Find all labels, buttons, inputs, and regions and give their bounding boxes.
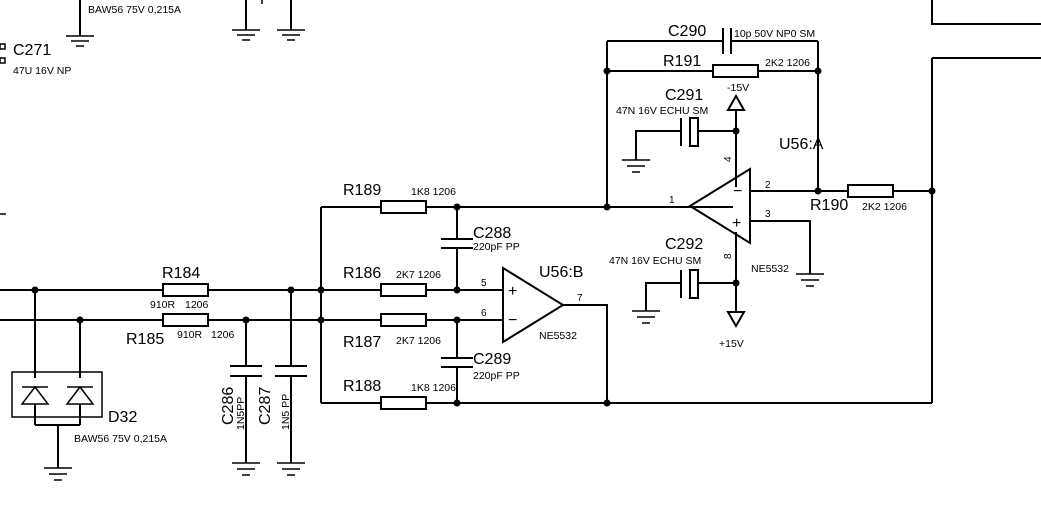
c292-ref: C292: [665, 236, 703, 253]
r187-value: 2K7 1206: [396, 335, 441, 347]
u56b-opamp: + − 5 6 7 U56:B NE5532: [481, 264, 608, 403]
c291-ref: C291: [665, 87, 703, 104]
u56a-part: NE5532: [751, 263, 789, 275]
r186-ref: R186: [343, 265, 381, 282]
r184-ref: R184: [162, 265, 200, 282]
c288-value: 220pF PP: [473, 241, 520, 253]
pos-15v-rail: +15V: [719, 311, 746, 350]
c288-ref: C288: [473, 225, 511, 242]
d32-ground: [44, 467, 72, 481]
r190-value: 2K2 1206: [862, 201, 907, 213]
c292-decoupling: C292 47N 16V ECHU SM: [609, 236, 736, 324]
d32-diode-pair: [11, 371, 103, 468]
u56b-part: NE5532: [539, 330, 577, 342]
r188-ref: R188: [343, 378, 381, 395]
u56a-plus: +: [732, 215, 741, 232]
top-diode-value: BAW56 75V 0,215A: [88, 4, 181, 16]
u56a-pin4: 4: [723, 156, 734, 162]
r189-resistor: [380, 200, 427, 214]
u56a-pin1: 1: [669, 195, 675, 206]
u56a-opamp: − + 1 2 3 4 8 U56:A NE5532: [669, 110, 848, 312]
r191-resistor: [712, 64, 759, 78]
c287-ref: C287: [257, 387, 274, 425]
u56b-network: R189 1K8 1206 C288 220pF PP R186 2K7 120…: [317, 182, 932, 410]
neg-15v-rail: -15V: [726, 82, 749, 111]
r185-resistor: [162, 313, 209, 327]
r185-package: 1206: [211, 329, 235, 341]
c271-ref: C271: [13, 42, 51, 59]
r188-resistor: [380, 396, 427, 410]
r188-value: 1K8 1206: [411, 382, 456, 394]
c271-value: 47U 16V NP: [13, 65, 71, 77]
u56b-pin5: 5: [481, 278, 487, 289]
top-left-fragment: BAW56 75V 0,215A C271 47U 16V NP: [0, 0, 305, 215]
c291-value: 47N 16V ECHU SM: [616, 105, 708, 117]
u56b-minus: −: [508, 312, 517, 329]
c286-ref: C286: [220, 387, 237, 425]
u56a-pin8: 8: [723, 253, 734, 259]
c289-value: 220pF PP: [473, 370, 520, 382]
u56b-ref: U56:B: [539, 264, 583, 281]
pos-15v-label: +15V: [719, 338, 744, 350]
u56a-minus: −: [733, 183, 742, 200]
d32-value: BAW56 75V 0,215A: [74, 433, 167, 445]
r189-value: 1K8 1206: [411, 186, 456, 198]
input-section: D32 BAW56 75V 0,215A R184 910R 1206 R185…: [0, 265, 321, 481]
r190-ref: R190: [810, 197, 848, 214]
c289-ref: C289: [473, 351, 511, 368]
u56a-pin3: 3: [765, 209, 771, 220]
c286-value: 1N5PP: [235, 397, 247, 430]
r186-value: 2K7 1206: [396, 269, 441, 281]
c290-ref: C290: [668, 23, 706, 40]
r190-output: R190 2K2 1206: [810, 58, 936, 403]
c292-value: 47N 16V ECHU SM: [609, 255, 701, 267]
r189-ref: R189: [343, 182, 381, 199]
r185-ref: R185: [126, 331, 164, 348]
c291-decoupling: C291 47N 16V ECHU SM: [616, 87, 736, 173]
c290-value: 10p 50V NP0 SM: [734, 28, 815, 40]
u56b-pin7: 7: [577, 293, 583, 304]
neg-15v-label: -15V: [727, 82, 749, 94]
c287-value: 1N5 PP: [280, 394, 292, 430]
u56a-feedback: C290 10p 50V NP0 SM R191 2K2 1206: [603, 23, 822, 211]
r191-ref: R191: [663, 53, 701, 70]
r186-resistor: [380, 283, 427, 297]
d32-ref: D32: [108, 409, 137, 426]
u56a-pin2: 2: [765, 180, 771, 191]
r187-ref: R187: [343, 334, 381, 351]
r187-resistor: [380, 313, 427, 327]
u56b-plus: +: [508, 283, 517, 300]
u56b-pin6: 6: [481, 308, 487, 319]
r191-value: 2K2 1206: [765, 57, 810, 69]
r190-resistor: [847, 184, 894, 198]
r184-value: 910R: [150, 299, 176, 311]
r184-package: 1206: [185, 299, 209, 311]
u56a-ref: U56:A: [779, 136, 824, 153]
r185-value: 910R: [177, 329, 203, 341]
r184-resistor: [162, 283, 209, 297]
right-frame: [931, 0, 1041, 59]
